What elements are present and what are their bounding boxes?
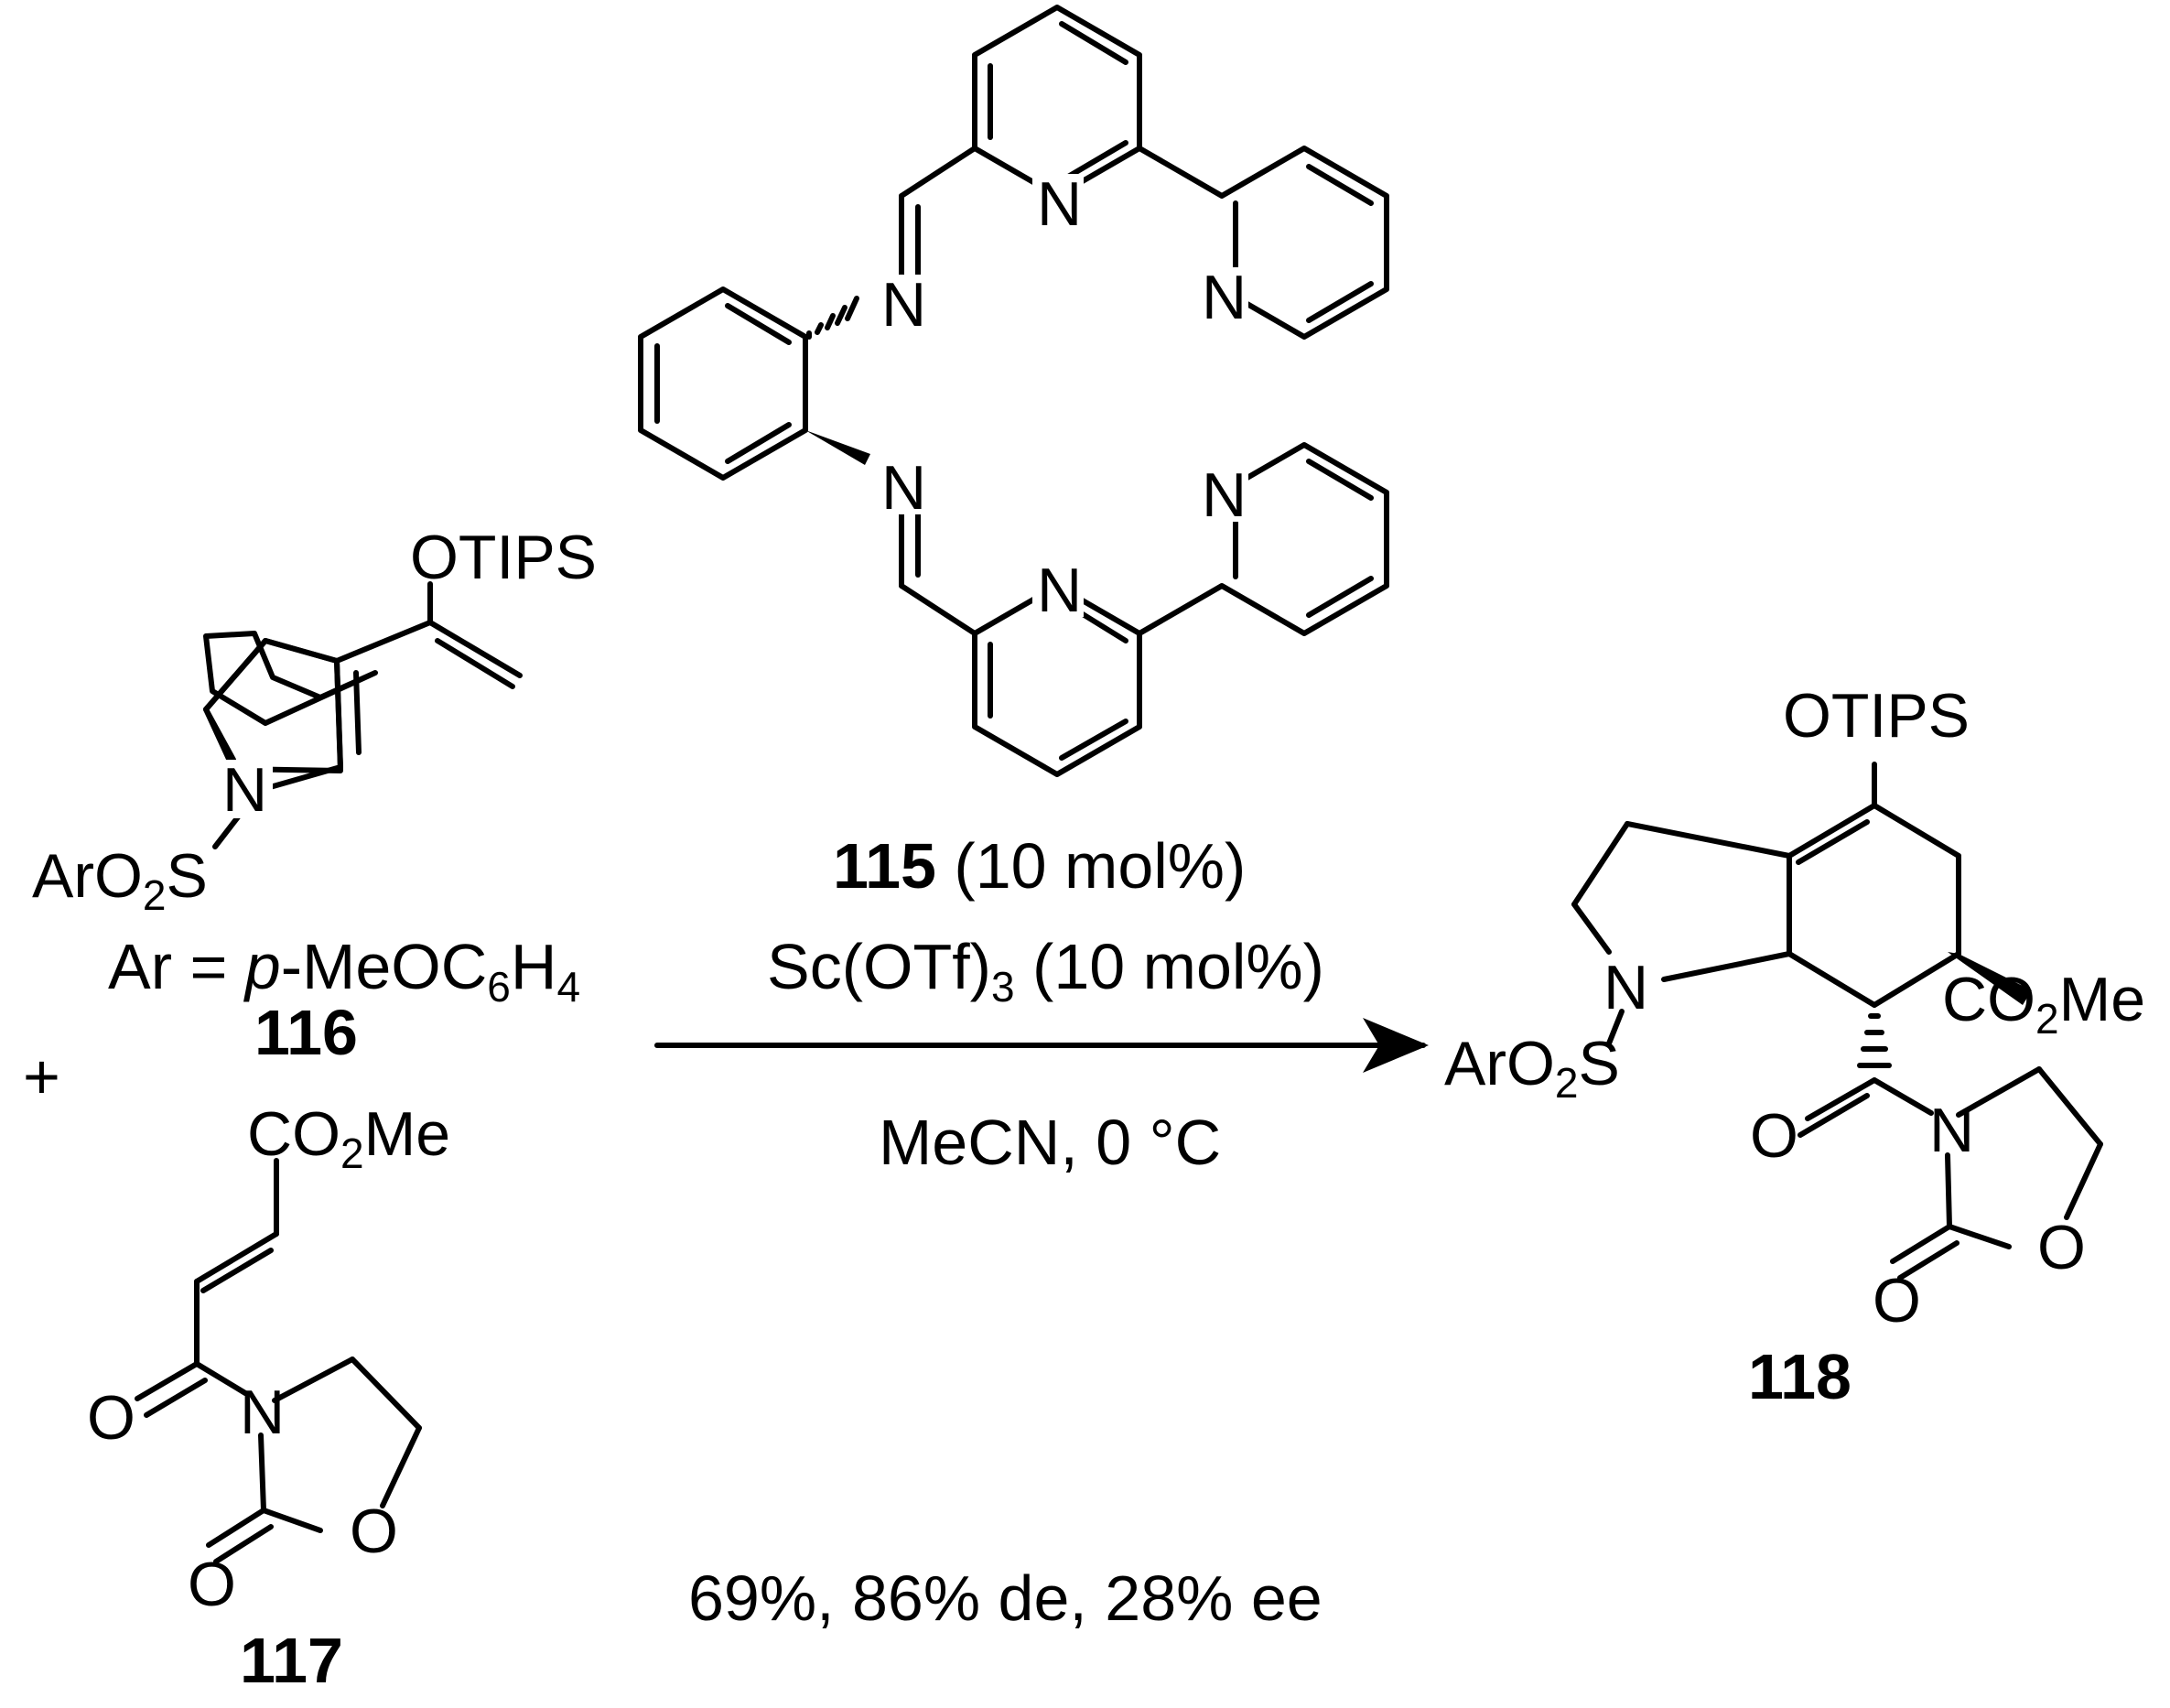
catalyst-115-label: 115 (10 mol%) [833, 830, 1246, 902]
atom-n: N [222, 755, 267, 825]
co2me-label: CO2Me [247, 1099, 450, 1177]
atom-n: N [881, 453, 926, 523]
atom-n: N [1202, 263, 1247, 332]
aryl-definition: Ar = p-MeOC6H4 [108, 931, 580, 1011]
aro2s-label: ArO2S [1444, 1029, 1620, 1107]
reaction-outcome: 69%, 86% de, 28% ee [688, 1562, 1323, 1634]
lewis-acid-condition: Sc(OTf)3 (10 mol%) [767, 931, 1324, 1011]
atom-n: N [1603, 953, 1648, 1022]
otips-label: OTIPS [410, 523, 597, 592]
reactant-116-structure: N OTIPS ArO2S [32, 523, 597, 919]
atom-o: O [1750, 1101, 1798, 1171]
otips-label: OTIPS [1783, 681, 1970, 751]
plus-sign: + [23, 1041, 60, 1112]
solvent-temperature: MeCN, 0 °C [879, 1107, 1221, 1178]
product-118-label: 118 [1748, 1341, 1852, 1412]
product-118-structure: OTIPS N ArO2S CO2Me O N O O [1444, 681, 2145, 1335]
reactant-117-label: 117 [240, 1625, 343, 1696]
atom-n: N [1037, 556, 1082, 625]
atom-o: O [350, 1497, 398, 1566]
atom-n: N [881, 270, 926, 340]
atom-o: O [188, 1550, 236, 1619]
atom-n: N [1202, 460, 1247, 530]
co2me-label: CO2Me [1942, 965, 2145, 1043]
atom-n: N [1037, 169, 1082, 239]
catalyst-115-atom-labels: N N N N N N [877, 169, 1248, 625]
atom-n: N [240, 1378, 285, 1447]
aro2s-label: ArO2S [32, 841, 208, 919]
atom-o: O [87, 1383, 135, 1453]
catalyst-115-structure: N N N N N N [638, 5, 1389, 777]
reactant-116-label: 116 [254, 997, 358, 1068]
reactant-117-structure: CO2Me O N O O [87, 1099, 450, 1619]
atom-o: O [2037, 1213, 2086, 1282]
atom-o: O [1873, 1266, 1921, 1335]
atom-n: N [1929, 1096, 1974, 1165]
